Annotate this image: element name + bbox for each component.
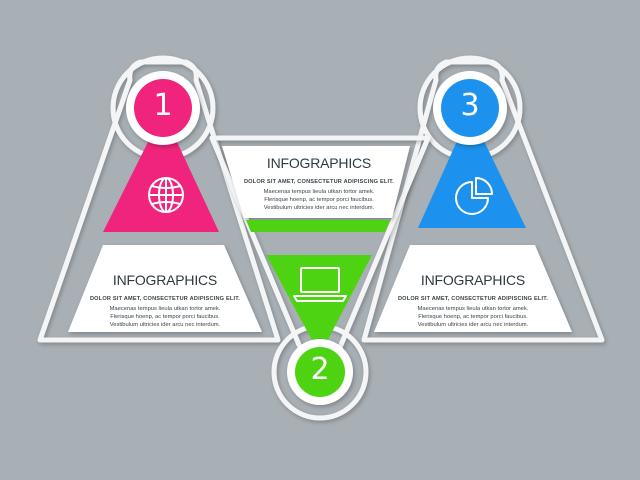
step-1-title: INFOGRAPHICS — [112, 272, 218, 288]
step-3-subtitle: DOLOR SIT AMET, CONSECTETUR ADIPISCING E… — [397, 296, 549, 302]
step-3-line-2: Flerisque hoenp, ac tempor porci faucibu… — [418, 314, 528, 320]
globe-icon — [148, 177, 184, 213]
step-3-number: 3 — [460, 88, 480, 123]
step-3-group — [361, 55, 605, 343]
step-2-line-1: Maecenas tempus lieula utkan tortor amek… — [263, 189, 375, 195]
step-3-info-panel — [374, 245, 572, 332]
step-1-info-panel — [68, 245, 262, 332]
step-3-color-triangle — [418, 112, 526, 228]
step-3-title: INFOGRAPHICS — [420, 272, 526, 288]
step-2-group — [209, 135, 431, 421]
step-3-line-1: Maecenas tempus lieula utkan tortor amek… — [417, 306, 529, 312]
step-2-number: 2 — [310, 352, 330, 387]
step-2-line-2: Flerisque hoenp, ac tempor porci faucibu… — [264, 197, 374, 203]
step-3-line-3: Vestibulum ultricies ider arcu nec inter… — [417, 322, 529, 328]
step-1-subtitle: DOLOR SIT AMET, CONSECTETUR ADIPISCING E… — [89, 296, 241, 302]
step-2-subtitle: DOLOR SIT AMET, CONSECTETUR ADIPISCING E… — [243, 179, 395, 185]
step-2-badge — [295, 347, 345, 397]
step-1-color-triangle — [103, 112, 219, 232]
step-1-group — [37, 55, 281, 343]
step-2-color-triangle — [266, 255, 372, 355]
step-1-number: 1 — [153, 88, 173, 123]
step-2-title: INFOGRAPHICS — [266, 155, 372, 171]
pie-chart-icon — [455, 177, 493, 215]
step-1-line-3: Vestibulum ultricies ider arcu nec inter… — [109, 322, 221, 328]
step-2-info-panel — [222, 146, 410, 218]
step-1-badge — [134, 79, 192, 137]
laptop-icon — [293, 267, 347, 302]
step-1-line-2: Flerisque hoenp, ac tempor porci faucibu… — [110, 314, 220, 320]
step-1-line-1: Maecenas tempus lieula utkan tortor amek… — [109, 306, 221, 312]
step-3-badge — [441, 79, 499, 137]
step-2-line-3: Vestibulum ultricies ider arcu nec inter… — [263, 205, 375, 211]
step-2-color-band — [246, 220, 390, 232]
